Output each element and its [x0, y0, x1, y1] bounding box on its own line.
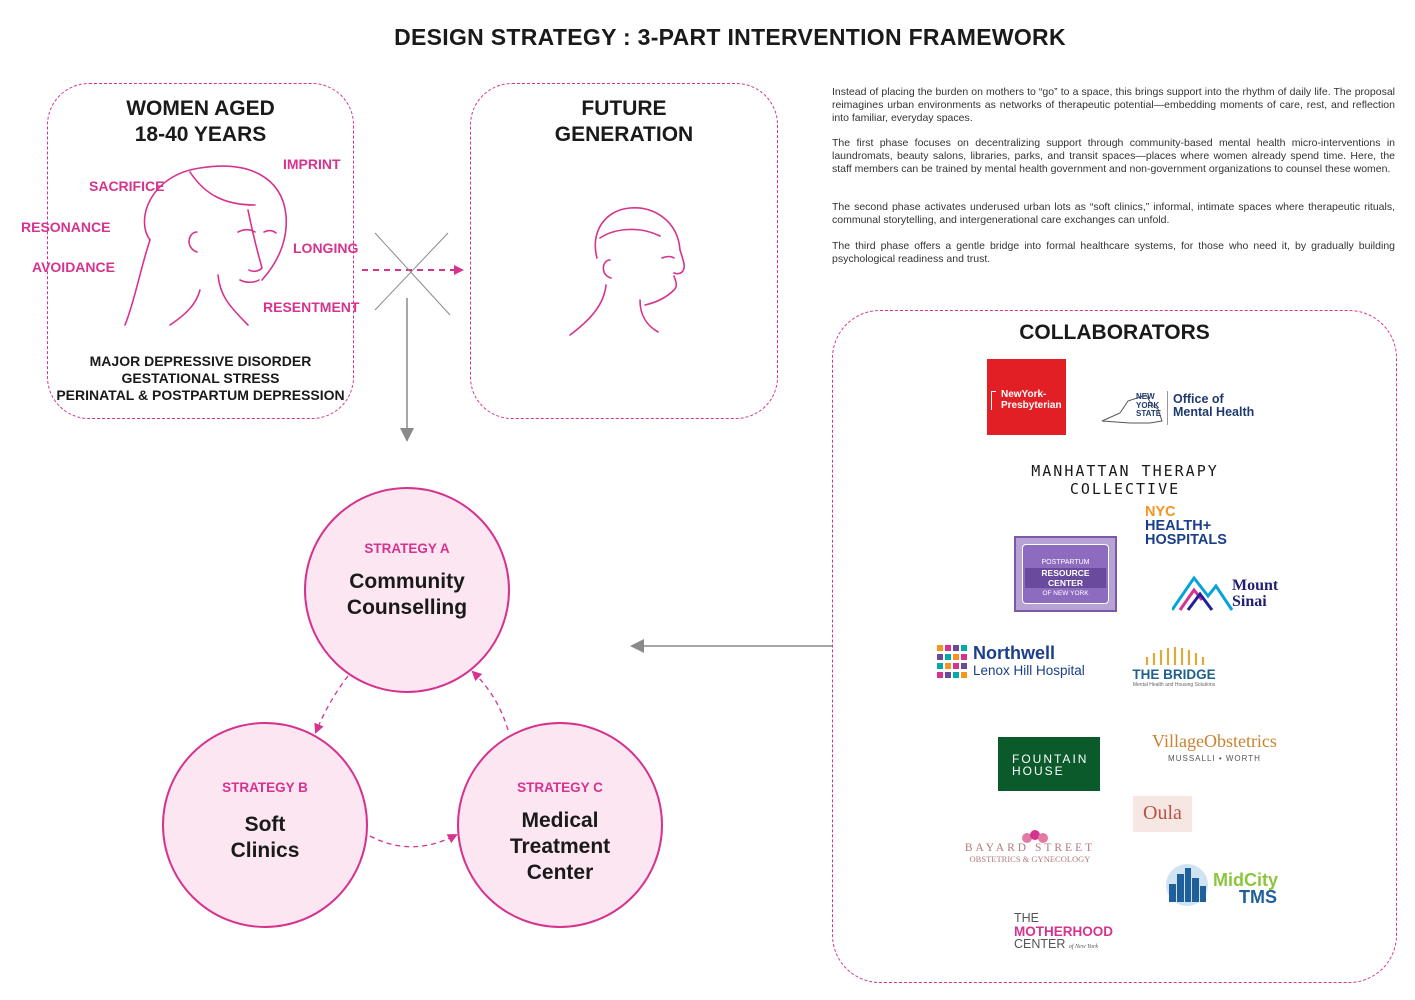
nys-office-of-mental-health-logo: NEW YORK STATE Office of Mental Health	[1100, 389, 1260, 429]
northwell-grid-icon	[937, 645, 967, 678]
orchid-flower-icon	[1022, 830, 1048, 843]
woman-face-illustration	[124, 165, 288, 326]
mount-sinai-logo: Mount Sinai	[1172, 572, 1287, 612]
page-title: DESIGN STRATEGY : 3-PART INTERVENTION FR…	[394, 24, 1066, 50]
mount-sinai-mountain-icon	[1172, 575, 1234, 611]
midcity-tms-logo: MidCity TMS	[1163, 862, 1295, 910]
strategy-a-circle: STRATEGY A Community Counselling	[304, 487, 510, 693]
the-bridge-sunrise-icon	[1145, 647, 1205, 665]
city-skyline-icon	[1166, 864, 1208, 906]
bayard-street-logo: BAYARD STREET OBSTETRICS & GYNECOLOGY	[962, 828, 1098, 864]
emotion-avoidance: AVOIDANCE	[32, 259, 115, 275]
emotion-resentment: RESENTMENT	[263, 299, 360, 315]
postpartum-resource-center-logo: POSTPARTUM RESOURCE CENTER OF NEW YORK	[1014, 536, 1117, 612]
strategy-a-name: Community Counselling	[346, 570, 468, 619]
manhattan-therapy-collective-logo: MANHATTAN THERAPY COLLECTIVE	[1031, 462, 1219, 498]
condition-item: PERINATAL & POSTPARTUM DEPRESSION	[56, 387, 345, 403]
northwell-lenox-hill-logo: Northwell Lenox Hill Hospital	[937, 643, 1107, 679]
collaborators-box: COLLABORATORS	[832, 310, 1397, 983]
strategy-a-label: STRATEGY A	[364, 541, 450, 556]
emotion-sacrifice: SACRIFICE	[89, 178, 165, 194]
motherhood-center-logo: THE MOTHERHOOD CENTER of New York	[1014, 911, 1113, 951]
strategy-c-circle: STRATEGY C Medical Treatment Center	[457, 722, 663, 928]
cycle-arrow-c-to-a	[471, 670, 509, 731]
description-paragraph-2: The first phase focuses on decentralizin…	[832, 137, 1395, 175]
child-face-illustration	[569, 207, 685, 336]
strategy-b-label: STRATEGY B	[222, 780, 308, 795]
strategy-c-name: Medical Treatment Center	[509, 809, 611, 884]
village-obstetrics-logo: VillageObstetrics MUSSALLI • WORTH	[1152, 731, 1277, 763]
women-box: WOMEN AGED 18-40 YEARS MAJOR DEPRESSIVE …	[47, 83, 354, 419]
new-york-state-map-icon	[1101, 394, 1163, 424]
emotion-imprint: IMPRINT	[283, 156, 341, 172]
description-paragraph-4: The third phase offers a gentle bridge i…	[832, 240, 1395, 265]
fountain-house-logo: FOUNTAIN HOUSE	[998, 737, 1100, 791]
strategy-b-circle: STRATEGY B Soft Clinics	[162, 722, 368, 928]
conditions-list: MAJOR DEPRESSIVE DISORDER GESTATIONAL ST…	[48, 353, 353, 404]
future-box-title: FUTURE GENERATION	[554, 97, 694, 146]
collaborators-title: COLLABORATORS	[1019, 321, 1210, 344]
condition-item: GESTATIONAL STRESS	[121, 370, 280, 386]
break-cycle-x-icon	[374, 232, 451, 316]
strategy-c-label: STRATEGY C	[517, 780, 603, 795]
the-bridge-logo: THE BRIDGE Mental Health and Housing Sol…	[1128, 645, 1220, 697]
women-box-title: WOMEN AGED 18-40 YEARS	[126, 97, 275, 146]
nyc-health-hospitals-logo: NYC HEALTH+ HOSPITALS	[1145, 504, 1227, 548]
oula-logo: Oula	[1133, 796, 1192, 832]
newyork-presbyterian-logo: NewYork- Presbyterian	[987, 359, 1066, 435]
emotion-longing: LONGING	[293, 240, 359, 256]
future-generation-box: FUTURE GENERATION	[470, 83, 778, 419]
strategy-b-name: Soft Clinics	[230, 813, 300, 862]
cycle-arrow-a-to-b	[314, 675, 349, 734]
condition-item: MAJOR DEPRESSIVE DISORDER	[89, 353, 312, 369]
cycle-arrow-b-to-c	[369, 834, 458, 848]
description-paragraph-3: The second phase activates underused urb…	[832, 201, 1395, 226]
emotion-resonance: RESONANCE	[21, 219, 111, 235]
description-paragraph-1: Instead of placing the burden on mothers…	[832, 86, 1395, 124]
